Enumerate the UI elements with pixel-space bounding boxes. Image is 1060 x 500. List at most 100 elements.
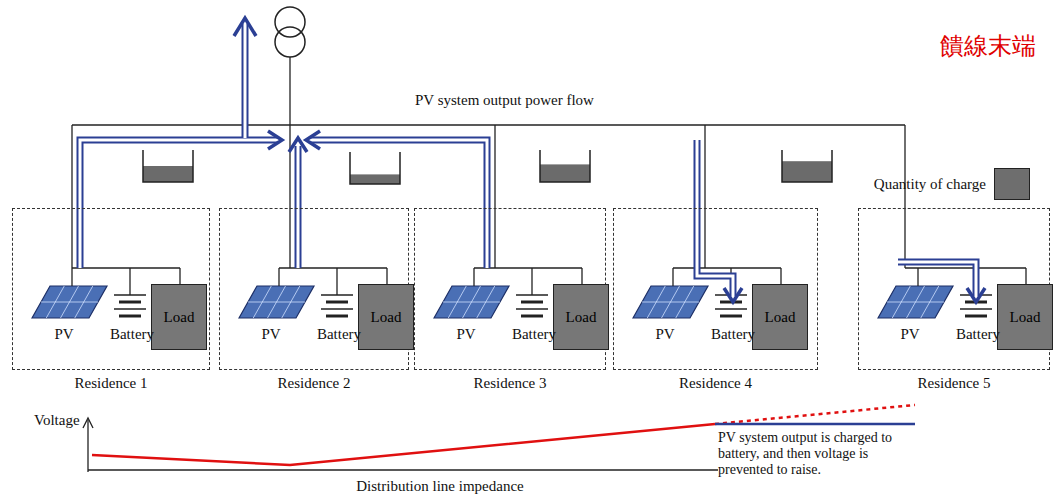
wire [673,267,781,268]
wire [1025,268,1026,284]
battery-symbol [715,308,747,310]
power-flow [295,146,302,268]
battery-symbol [326,301,348,304]
wire [72,267,180,268]
text-label: PV [900,326,919,343]
wire [704,125,705,268]
power-flow [697,140,733,296]
power-flow [898,262,976,296]
load-box: Load [553,284,609,350]
residence-label: Residence 5 [918,375,991,392]
wire [494,125,495,268]
power-flow [310,140,487,268]
voltage-curve-controlled [715,423,915,426]
voltage-curve [92,424,715,465]
axis-arrow [83,418,93,428]
transformer-coil [275,27,305,57]
wire [386,268,387,284]
battery-symbol [521,315,543,318]
battery-symbol [960,308,992,310]
residence-box: Residence 1Load [12,208,210,370]
load-box: Load [752,284,808,350]
flow-arrowhead [268,131,282,149]
wire [581,268,582,284]
text-label: PV [54,326,73,343]
wire [289,57,290,125]
flow-arrowhead [234,18,256,36]
load-box: Load [997,284,1053,350]
pv-panel [32,286,107,318]
wire [905,267,1026,268]
text-label: PV [261,326,280,343]
legend-swatch [994,168,1030,200]
load-label: Load [164,309,195,326]
power-flow [697,140,733,296]
load-box: Load [358,284,414,350]
charge-level [350,174,400,184]
pv-panel [633,286,708,318]
battery-symbol [119,301,141,304]
flow-arrowhead [724,288,742,302]
residence-box: Residence 4Load [613,208,818,370]
pv-grid [443,302,500,303]
battery-symbol [326,315,348,318]
charge-level [143,166,193,182]
flow-arrowhead [306,131,320,149]
battery-symbol [965,315,987,318]
flow-arrowhead [967,288,985,302]
pv-panel [878,286,953,318]
text-label: PV [655,326,674,343]
text-label: PV system output power flow [415,92,594,109]
wire [179,268,180,284]
power-flow [310,140,487,268]
residence-box: Residence 3Load [414,208,606,370]
residence-box: Residence 2Load [219,208,409,370]
battery-symbol [521,301,543,304]
power-flow [898,262,976,296]
text-label: Distribution line impedance [356,478,523,495]
text-label: Voltage [34,412,80,429]
load-box: Load [151,284,207,350]
power-flow [242,24,249,138]
pv-grid [887,302,944,303]
battery-symbol [516,308,548,310]
battery-symbol [114,308,146,310]
voltage-curve-uncontrolled [715,405,915,424]
text-label: Battery [110,326,154,343]
residence-box: Residence 5Load [858,208,1050,370]
text-label: Battery [317,326,361,343]
charge-level [782,161,832,182]
charge-bucket [540,150,590,182]
text-label: Battery [711,326,755,343]
load-label: Load [566,309,597,326]
pv-grid [642,302,699,303]
text-label: PV system output is charged to battery, … [718,430,923,478]
text-label: 饋線末端 [940,30,1036,62]
wire [473,268,474,286]
charge-bucket [350,152,400,184]
battery-symbol [119,315,141,318]
pv-grid [41,302,98,303]
wire [71,125,72,268]
load-label: Load [765,309,796,326]
residence-label: Residence 3 [474,375,547,392]
axis [87,420,88,472]
legend-item: Quantity of charge [874,168,1030,200]
power-flow [244,24,247,138]
text-label: Battery [956,326,1000,343]
pv-panel [434,286,509,318]
charge-bucket [782,150,832,182]
power-flow [297,146,300,268]
wire [278,268,279,286]
wire [289,125,290,268]
transformer-coil [275,7,305,37]
pv-grid [248,302,305,303]
text-label: Battery [512,326,556,343]
load-label: Load [371,309,402,326]
wire [780,268,781,284]
wire [672,268,673,286]
residence-label: Residence 1 [75,375,148,392]
wire [917,268,918,286]
power-flow [80,140,278,268]
